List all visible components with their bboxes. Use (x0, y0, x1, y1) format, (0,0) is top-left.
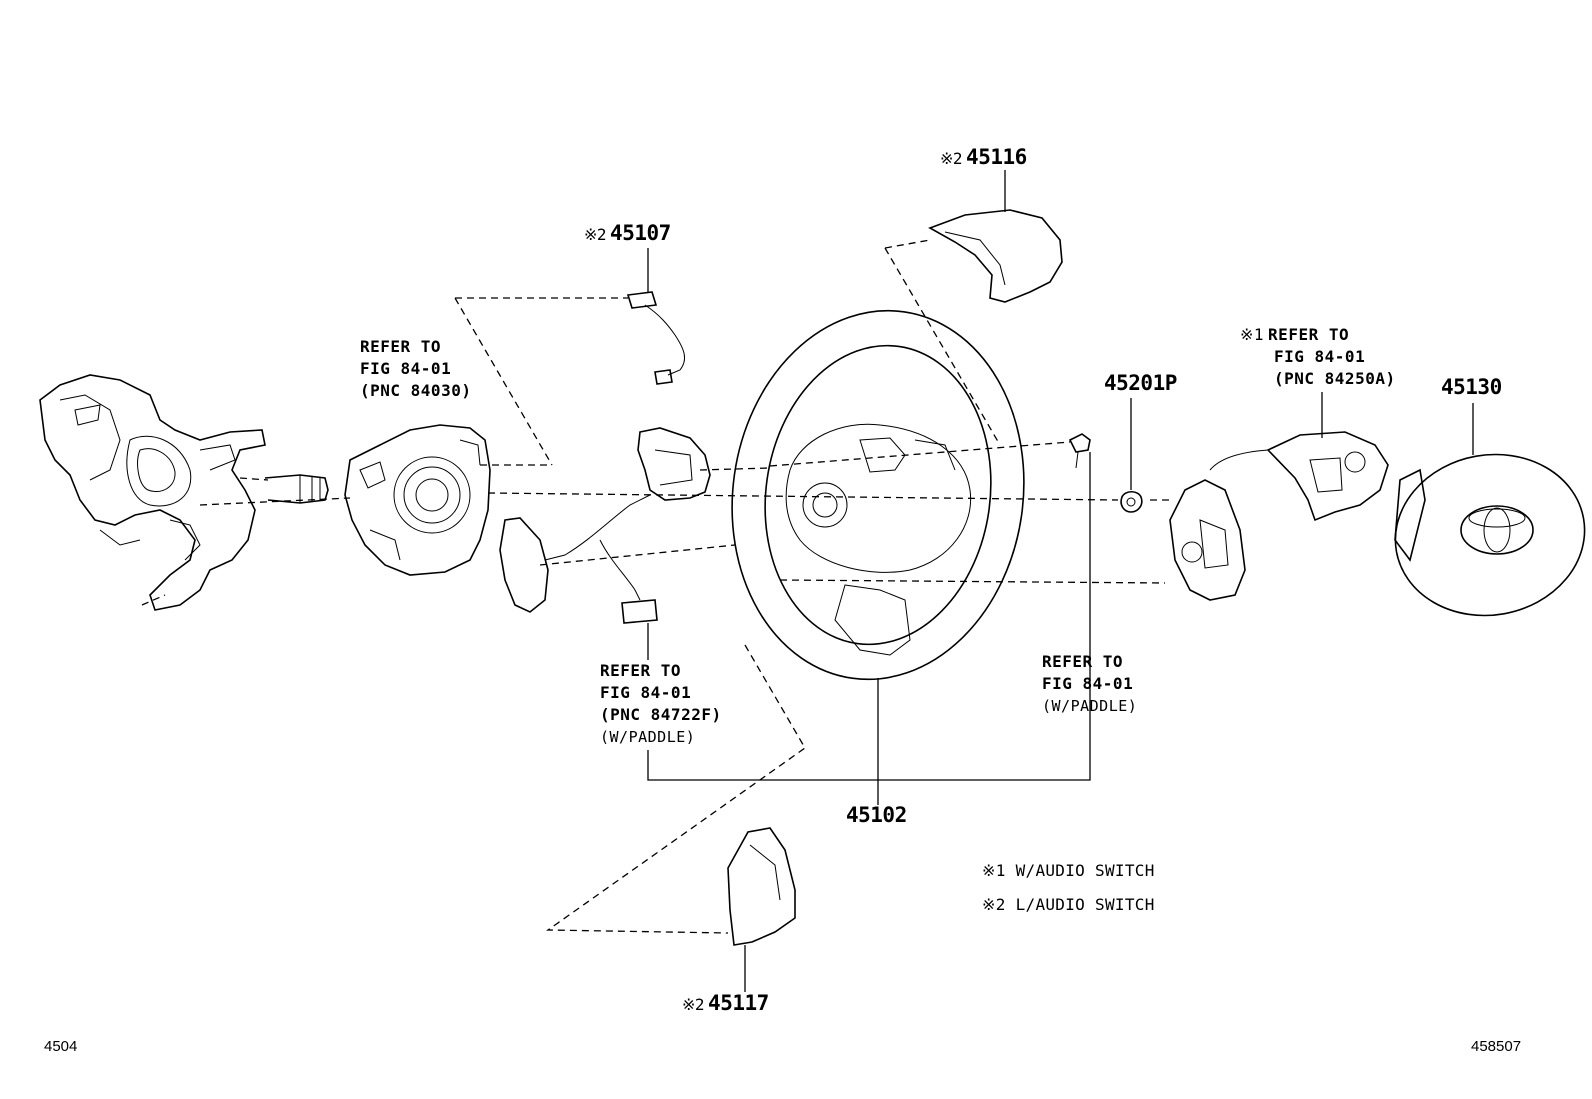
cover-45117-drawing (727, 827, 796, 946)
ref-paddle-left: REFER TO FIG 84-01 (PNC 84722F) (W/PADDL… (600, 660, 722, 748)
ref-cable-reel: REFER TO FIG 84-01 (PNC 84030) (360, 336, 471, 402)
legend-item-2: ※2 L/AUDIO SWITCH (982, 894, 1155, 916)
legend-text-1: W/AUDIO SWITCH (1015, 861, 1155, 880)
footer-right-code: 458507 (1471, 1038, 1522, 1055)
audio-switch-drawing (1169, 431, 1389, 601)
partno-45130: 45130 (1441, 375, 1502, 399)
label-45102: 45102 (846, 804, 907, 826)
ref-audio-switch-line2: FIG 84-01 (1274, 347, 1366, 366)
cover-45116-drawing (928, 209, 1063, 303)
partno-45102: 45102 (846, 803, 907, 827)
steering-column-drawing (39, 374, 329, 611)
ref-audio-switch-line1: REFER TO (1268, 325, 1350, 344)
legend-mark-1: ※1 (982, 861, 1006, 880)
legend-text-2: L/AUDIO SWITCH (1015, 895, 1155, 914)
ref-cable-reel-line3: (PNC 84030) (360, 381, 472, 400)
ref-paddle-left-line1: REFER TO (600, 661, 682, 680)
ref-cable-reel-line2: FIG 84-01 (360, 359, 452, 378)
mark-45116: ※2 (940, 149, 963, 168)
ref-paddle-left-line4: (W/PADDLE) (600, 728, 696, 746)
assembly-dash-lines (199, 239, 1170, 934)
leader-lines (647, 170, 1474, 992)
partno-45201P: 45201P (1104, 371, 1177, 395)
ref-audio-switch-mark: ※1 (1240, 325, 1265, 344)
partno-45116: 45116 (966, 145, 1027, 169)
harness-45107-drawing (626, 291, 686, 385)
ref-paddle-left-line3: (PNC 84722F) (600, 705, 722, 724)
label-45130: 45130 (1441, 376, 1502, 398)
legend-mark-2: ※2 (982, 895, 1006, 914)
ref-paddle-right-line2: FIG 84-01 (1042, 674, 1134, 693)
ref-cable-reel-line1: REFER TO (360, 337, 442, 356)
ref-audio-switch-line3: (PNC 84250A) (1274, 369, 1396, 388)
partno-45107: 45107 (610, 221, 671, 245)
ref-paddle-right-line1: REFER TO (1042, 652, 1124, 671)
ref-paddle-left-line2: FIG 84-01 (600, 683, 692, 702)
paddle-bracket-drawing (499, 427, 711, 624)
steering-wheel-drawing (731, 309, 1025, 681)
bolt-45201P-drawing (1068, 433, 1143, 513)
ref-paddle-right: REFER TO FIG 84-01 (W/PADDLE) (1042, 651, 1137, 717)
legend-item-1: ※1 W/AUDIO SWITCH (982, 860, 1155, 882)
airbag-45130-drawing (1394, 453, 1586, 617)
footer-left-code: 4504 (44, 1038, 78, 1055)
mark-45107: ※2 (584, 225, 607, 244)
spiral-cable-drawing (344, 424, 491, 576)
partno-45117: 45117 (708, 991, 769, 1015)
ref-paddle-right-line3: (W/PADDLE) (1042, 697, 1138, 715)
mark-45117: ※2 (682, 995, 705, 1014)
label-45201P: 45201P (1104, 372, 1177, 394)
